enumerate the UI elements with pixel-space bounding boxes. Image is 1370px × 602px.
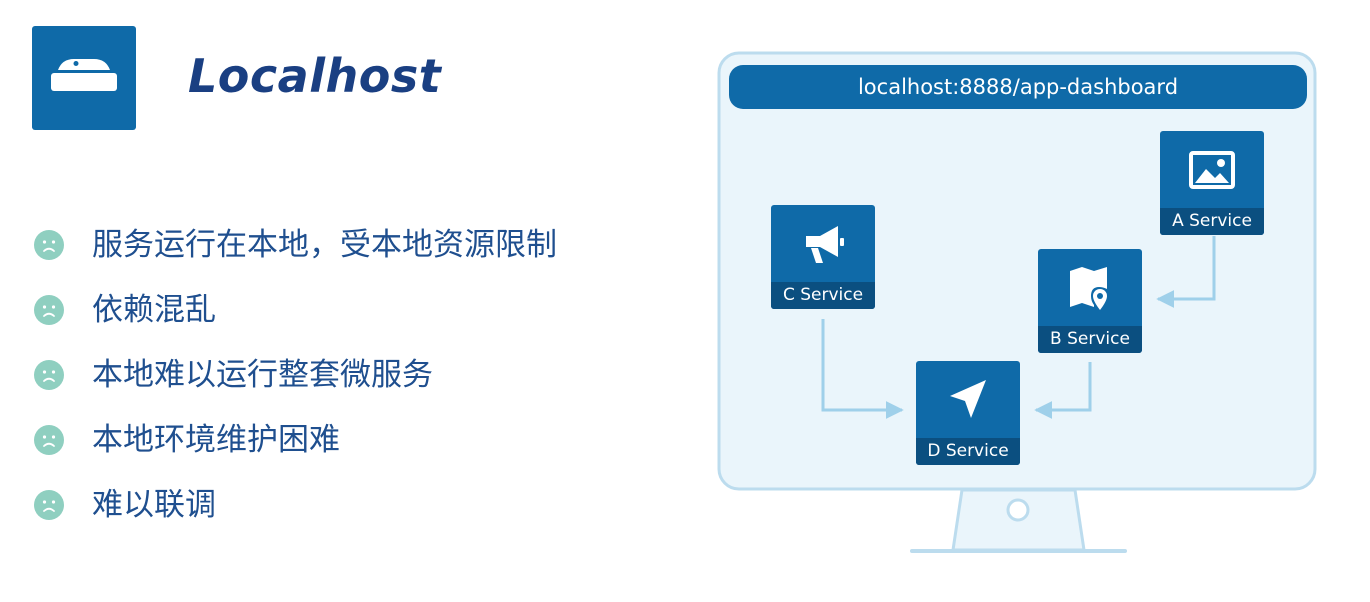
sad-face-icon — [34, 360, 64, 390]
address-bar[interactable]: localhost:8888/app-dashboard — [729, 65, 1307, 109]
service-node-d[interactable]: D Service — [916, 361, 1020, 465]
paper-plane-icon — [950, 380, 986, 418]
sad-face-icon — [34, 490, 64, 520]
sad-face-icon — [34, 425, 64, 455]
megaphone-icon — [806, 226, 844, 263]
sad-face-icon — [34, 295, 64, 325]
arrow-a-to-b — [1156, 236, 1216, 308]
service-label: C Service — [771, 282, 875, 309]
issue-text: 难以联调 — [92, 487, 216, 523]
image-icon — [1189, 151, 1235, 189]
issue-text: 服务运行在本地，受本地资源限制 — [92, 227, 557, 263]
map-pin-icon — [1070, 267, 1107, 310]
issue-text: 本地环境维护困难 — [92, 422, 340, 458]
service-label: A Service — [1160, 208, 1264, 235]
service-label: B Service — [1038, 326, 1142, 353]
monitor-stand — [910, 488, 1127, 553]
service-node-b[interactable]: B Service — [1038, 249, 1142, 353]
arrow-c-to-d — [821, 319, 904, 419]
service-node-a[interactable]: A Service — [1160, 131, 1264, 235]
issue-text: 依赖混乱 — [92, 292, 216, 328]
arrow-b-to-d — [1034, 362, 1092, 419]
localhost-logo-tile — [32, 26, 136, 130]
sad-face-icon — [34, 230, 64, 260]
page-title: Localhost — [188, 49, 442, 103]
issue-text: 本地难以运行整套微服务 — [92, 357, 433, 393]
service-label: D Service — [916, 438, 1020, 465]
server-box-icon — [51, 59, 117, 91]
service-node-c[interactable]: C Service — [771, 205, 875, 309]
